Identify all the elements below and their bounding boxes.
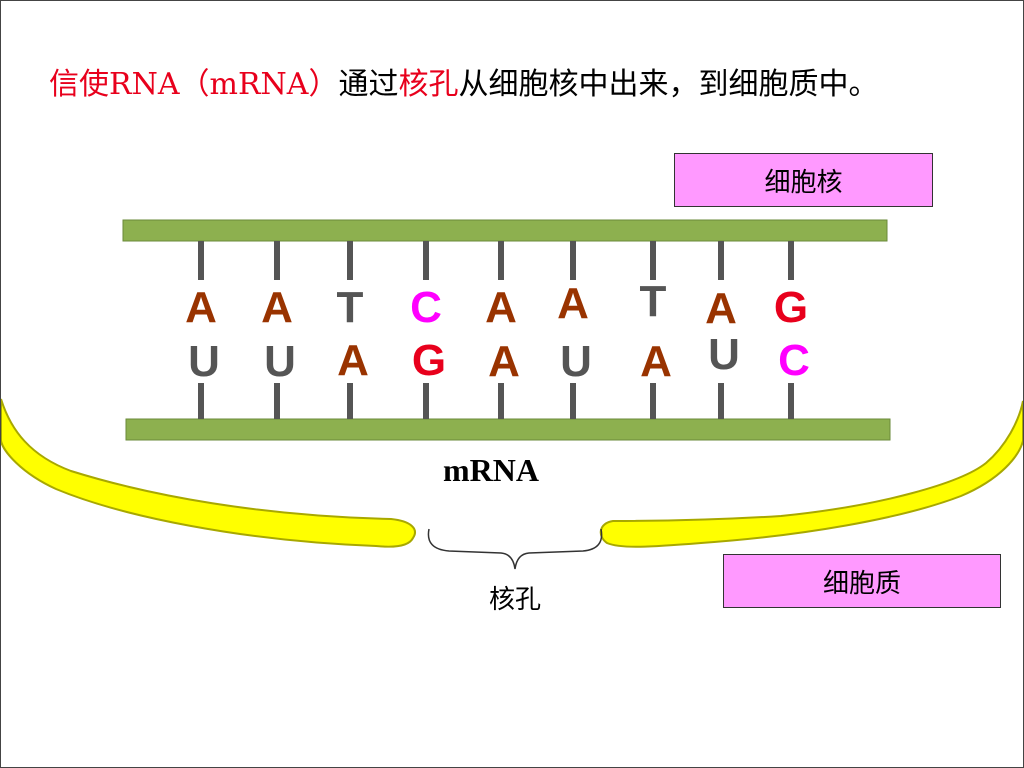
title-text-rest: 从细胞核中出来，到细胞质中。	[458, 67, 879, 102]
cytoplasm-label: 细胞质	[822, 568, 901, 599]
cytoplasm-label-box: 细胞质	[723, 554, 1001, 608]
title-pore-term: 核孔	[398, 67, 459, 102]
dna-base-8: A	[705, 284, 737, 333]
rna-base-6: U	[560, 337, 592, 386]
nucleus-label-box: 细胞核	[674, 153, 933, 207]
rna-base-5: A	[488, 337, 520, 386]
rna-base-2: U	[264, 337, 296, 386]
dna-base-4: C	[410, 283, 442, 332]
dna-base-9: G	[774, 283, 808, 332]
nuclear-membrane-left	[1, 398, 416, 548]
mrna-label: mRNA	[443, 452, 539, 488]
rna-base-4: G	[412, 336, 446, 385]
title-text-pass: 通过	[338, 67, 399, 102]
nucleus-label: 细胞核	[764, 167, 843, 198]
dna-base-5: A	[485, 283, 517, 332]
dna-base-2: A	[261, 283, 293, 332]
dna-base-6: A	[557, 279, 589, 328]
rna-base-7: A	[640, 337, 672, 386]
dna-base-1: A	[185, 283, 217, 332]
slide-title: 信使RNA（mRNA）通过核孔从细胞核中出来，到细胞质中。	[49, 59, 878, 103]
rna-base-8: U	[708, 330, 740, 379]
dna-strand-top	[122, 219, 888, 242]
nuclear-pore-brace	[427, 528, 603, 570]
nuclear-pore-label: 核孔	[489, 585, 541, 615]
title-mrna-term: 信使RNA（mRNA）	[49, 67, 339, 102]
dna-base-7: T	[640, 277, 667, 326]
rna-base-9: C	[778, 336, 810, 385]
mrna-strand-bottom	[125, 418, 891, 441]
rna-base-3: A	[337, 336, 369, 385]
rna-base-1: U	[188, 337, 220, 386]
dna-base-3: T	[337, 283, 364, 332]
